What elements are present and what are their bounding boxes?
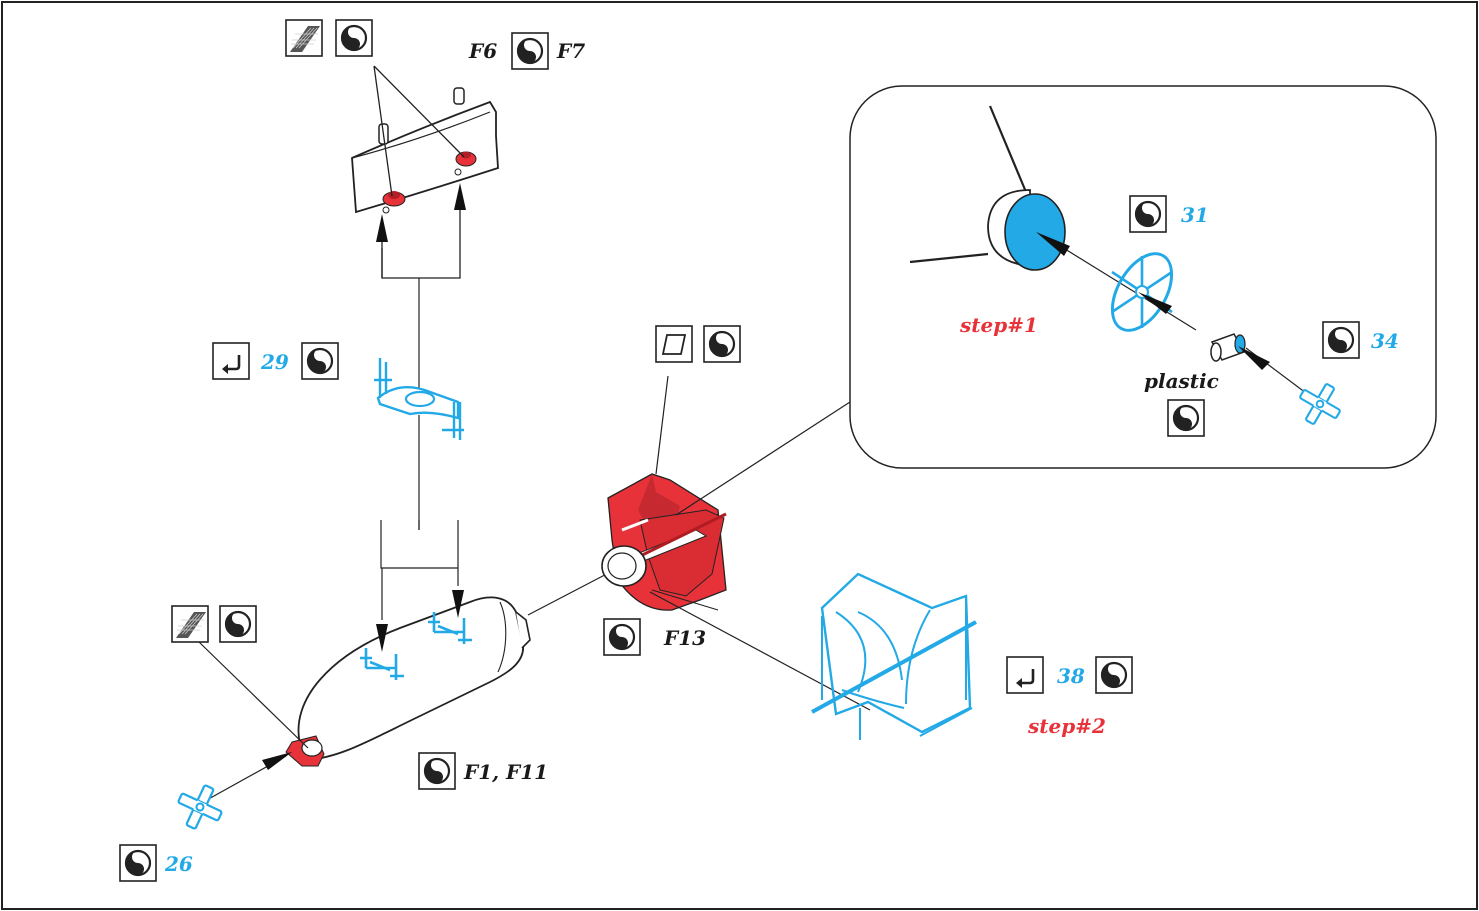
label-f13: F13 bbox=[663, 626, 706, 650]
label-plastic: plastic bbox=[1144, 369, 1219, 393]
label-part-26: 26 bbox=[164, 852, 193, 876]
yin-yang-icon bbox=[1166, 398, 1206, 438]
fold-arrow-icon bbox=[211, 341, 251, 381]
part-38-vane bbox=[811, 572, 977, 740]
fold-arrow-icon bbox=[1005, 655, 1045, 695]
yin-yang-icon bbox=[1321, 320, 1361, 360]
part-29-bracket bbox=[374, 358, 464, 440]
part-f13-housing bbox=[601, 375, 871, 711]
yin-yang-icon bbox=[602, 617, 642, 657]
yin-yang-icon bbox=[218, 604, 258, 644]
fuel-tank bbox=[195, 520, 621, 807]
yin-yang-icon bbox=[510, 31, 550, 71]
yin-yang-icon bbox=[118, 843, 158, 883]
label-part-31: 31 bbox=[1181, 203, 1209, 227]
detail-inset bbox=[849, 85, 1437, 469]
label-part-29: 29 bbox=[260, 350, 289, 374]
label-f6: F6 bbox=[468, 39, 497, 63]
label-step2: step#2 bbox=[1027, 714, 1106, 738]
label-part-38: 38 bbox=[1057, 664, 1085, 688]
mesh-texture-icon bbox=[171, 605, 209, 643]
yin-yang-icon bbox=[702, 324, 742, 364]
float-assembly-top bbox=[351, 65, 499, 279]
yin-yang-icon bbox=[1128, 194, 1168, 234]
yin-yang-icon bbox=[334, 18, 374, 58]
label-f1-f11: F1, F11 bbox=[463, 760, 548, 784]
mesh-texture-icon bbox=[285, 19, 323, 57]
yin-yang-icon bbox=[1094, 655, 1134, 695]
label-f7: F7 bbox=[556, 39, 585, 63]
plate-outline-icon bbox=[655, 325, 693, 363]
part-26-star bbox=[169, 776, 231, 838]
yin-yang-icon bbox=[417, 751, 457, 791]
label-step1: step#1 bbox=[959, 313, 1038, 337]
label-part-34: 34 bbox=[1371, 329, 1399, 353]
yin-yang-icon bbox=[300, 341, 340, 381]
